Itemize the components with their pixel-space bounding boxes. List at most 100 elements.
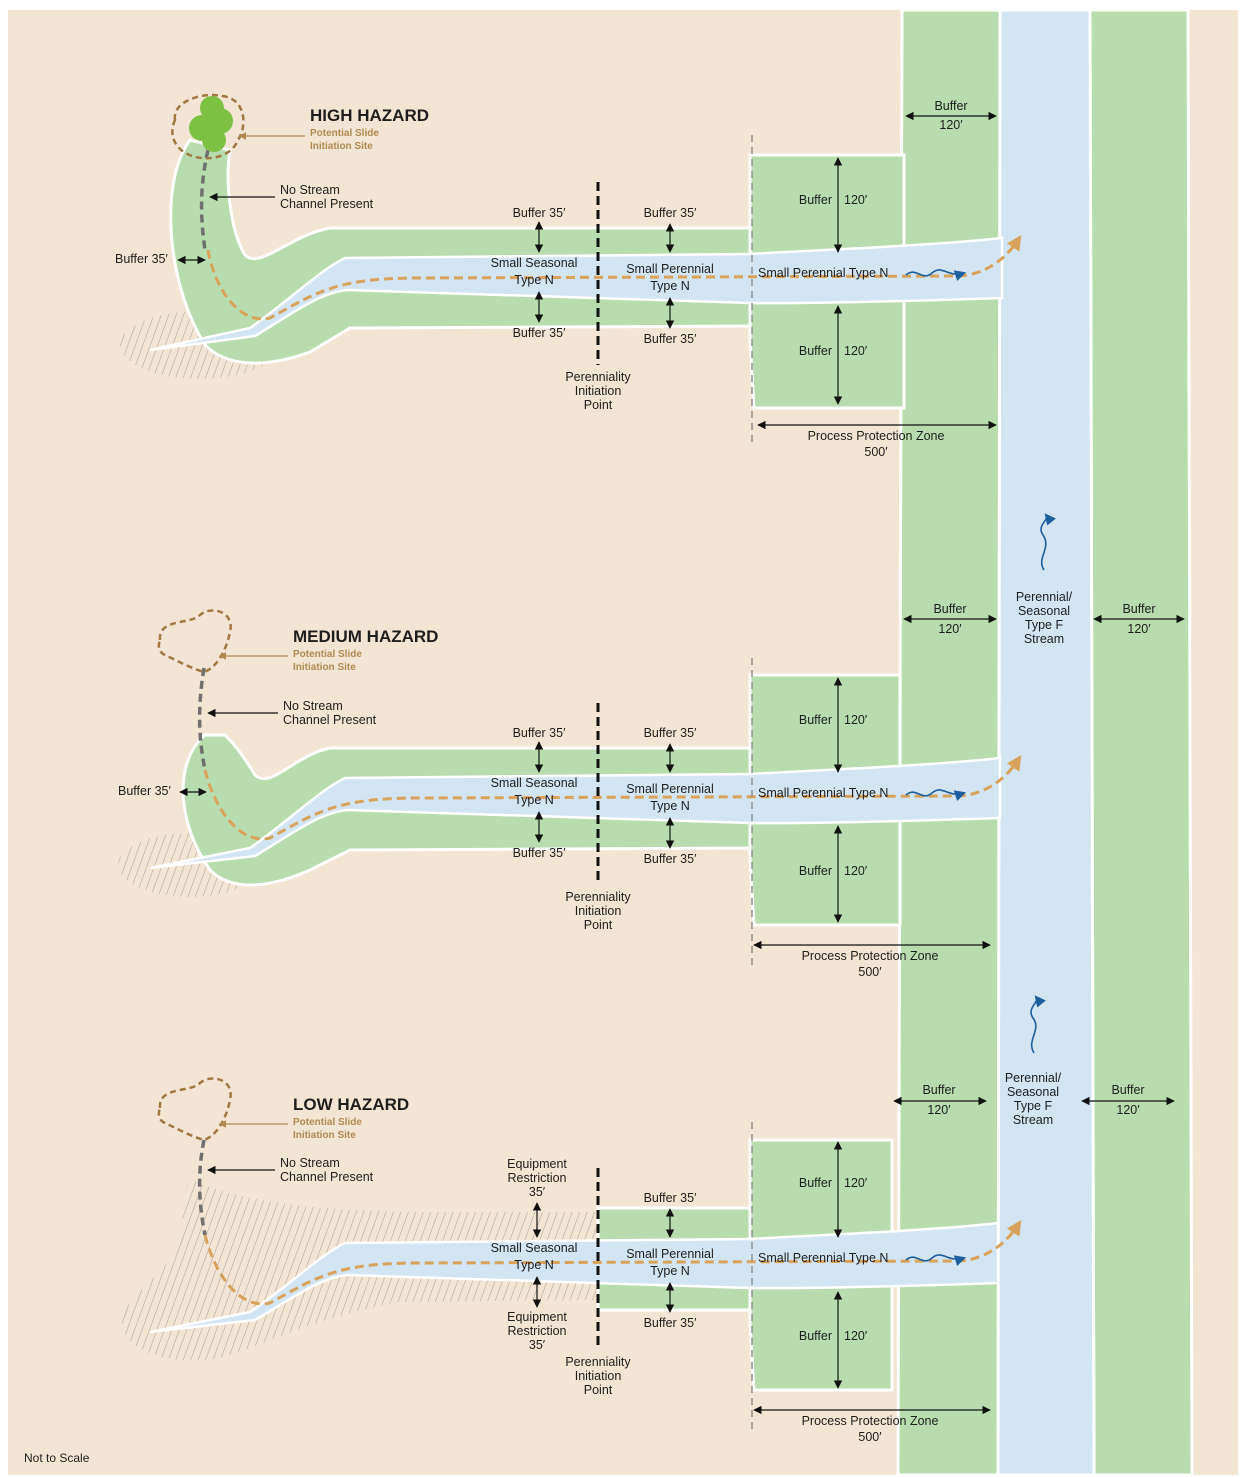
panel-low-hazard: LOW HAZARD Potential Slide Initiation Si…: [121, 1077, 1022, 1444]
river-right-buffer: [1088, 8, 1194, 1477]
buffer-word: Buffer: [799, 713, 832, 727]
tributary-stream: [149, 236, 1004, 352]
buffer-value: 120′: [844, 193, 868, 207]
upper-left-label: 35′: [529, 1185, 546, 1199]
river-buffer-value: 120′: [927, 1103, 951, 1117]
flow-arrow: [905, 269, 967, 282]
lower-left-label: Buffer 35′: [513, 326, 567, 340]
no-stream-label: No Stream: [280, 1156, 340, 1170]
ppz-value: 500′: [858, 1430, 882, 1444]
pip-label: Point: [584, 398, 613, 412]
not-to-scale-note: Not to Scale: [24, 1451, 90, 1465]
debris-flow-path: [203, 754, 1022, 841]
upper-left-label: Equipment: [507, 1157, 567, 1171]
tree-icon: [200, 96, 224, 120]
river-buffer-word: Buffer: [934, 99, 967, 113]
perennial-long-label: Small Perennial Type N: [758, 786, 888, 800]
slide-label: Potential Slide: [293, 649, 362, 660]
slide-label: Potential Slide: [293, 1117, 362, 1128]
tree-icon: [202, 128, 226, 152]
upper-left-label: Buffer 35′: [513, 206, 567, 220]
right-buffer-value: 120′: [1116, 1103, 1140, 1117]
perennial-label: Small Perennial: [626, 262, 714, 276]
no-channel-path: [197, 667, 207, 771]
no-stream-label: No Stream: [280, 183, 340, 197]
main-stream: [995, 8, 1096, 1477]
pip-label: Point: [584, 918, 613, 932]
perennial-label: Small Perennial: [626, 782, 714, 796]
main-stream-label: Stream: [1013, 1113, 1053, 1127]
seasonal-label: Type N: [514, 273, 554, 287]
slide-label: Initiation Site: [310, 141, 373, 152]
river-buffer-value: 120′: [938, 622, 962, 636]
seasonal-label: Small Seasonal: [491, 776, 578, 790]
perennial-label: Type N: [650, 1264, 690, 1278]
pip-label: Perenniality: [565, 1355, 631, 1369]
buffer-word: Buffer: [799, 1329, 832, 1343]
main-flow-arrow: [1040, 513, 1056, 571]
no-stream-label: No Stream: [283, 699, 343, 713]
upper-mid-buffer-label: Buffer 35′: [644, 206, 698, 220]
main-stream-label: Perennial/: [1005, 1071, 1062, 1085]
panel-medium-hazard: MEDIUM HAZARD Potential Slide Initiation…: [118, 602, 1022, 979]
main-stream-label: Perennial/: [1016, 590, 1073, 604]
main-stream-label: Seasonal: [1007, 1085, 1059, 1099]
buffer-value: 120′: [844, 713, 868, 727]
buffer-word: Buffer: [799, 1176, 832, 1190]
seasonal-label: Small Seasonal: [491, 256, 578, 270]
right-buffer-value: 120′: [1127, 622, 1151, 636]
slide-label: Potential Slide: [310, 128, 379, 139]
perennial-long-label: Small Perennial Type N: [758, 1251, 888, 1265]
perennial-label: Type N: [650, 279, 690, 293]
slide-label: Initiation Site: [293, 662, 356, 673]
main-stream-label: Stream: [1024, 632, 1064, 646]
tributary-buffer: [169, 138, 752, 365]
lower-left-label: Restriction: [507, 1324, 566, 1338]
ppz-label: Process Protection Zone: [802, 1414, 939, 1428]
river-buffer-value: 120′: [939, 118, 963, 132]
pip-label: Perenniality: [565, 370, 631, 384]
tributary-stream: [149, 756, 1002, 870]
ppz-label: Process Protection Zone: [808, 429, 945, 443]
river-buffer-word: Buffer: [922, 1083, 955, 1097]
lower-left-label: Buffer 35′: [513, 846, 567, 860]
side-buffer-label: Buffer 35′: [115, 252, 169, 266]
main-stream-label: Seasonal: [1018, 604, 1070, 618]
main-stream-label: Type F: [1014, 1099, 1053, 1113]
slide-label: Initiation Site: [293, 1130, 356, 1141]
pip-label: Initiation: [575, 904, 622, 918]
pip-label: Perenniality: [565, 890, 631, 904]
upper-mid-buffer-label: Buffer 35′: [644, 1191, 698, 1205]
no-stream-label: Channel Present: [280, 1170, 374, 1184]
flow-arrow: [905, 1254, 967, 1267]
pip-label: Initiation: [575, 384, 622, 398]
no-channel-path: [197, 1139, 207, 1236]
lower-left-label: Equipment: [507, 1310, 567, 1324]
side-buffer-label: Buffer 35′: [118, 784, 172, 798]
seasonal-label: Type N: [514, 1258, 554, 1272]
debris-flow-path: [203, 1219, 1022, 1306]
slide-site: [171, 93, 245, 160]
panel-title: HIGH HAZARD: [310, 106, 429, 125]
panel-title: LOW HAZARD: [293, 1095, 409, 1114]
lower-mid-buffer-label: Buffer 35′: [644, 852, 698, 866]
panel-title: MEDIUM HAZARD: [293, 627, 438, 646]
ppz-label: Process Protection Zone: [802, 949, 939, 963]
buffer-word: Buffer: [799, 864, 832, 878]
right-buffer-word: Buffer: [1111, 1083, 1144, 1097]
river-buffer-word: Buffer: [933, 602, 966, 616]
no-stream-label: Channel Present: [283, 713, 377, 727]
main-stream-label: Type F: [1025, 618, 1064, 632]
right-buffer-word: Buffer: [1122, 602, 1155, 616]
ppz-value: 500′: [858, 965, 882, 979]
no-stream-label: Channel Present: [280, 197, 374, 211]
pip-label: Initiation: [575, 1369, 622, 1383]
perennial-long-label: Small Perennial Type N: [758, 266, 888, 280]
perennial-label: Type N: [650, 799, 690, 813]
main-stream-label-lower: Perennial/ Seasonal Type F Stream Buffer…: [1005, 1071, 1175, 1127]
panel-high-hazard: HIGH HAZARD Potential Slide Initiation S…: [115, 93, 1022, 459]
flow-arrow: [905, 789, 967, 802]
seasonal-label: Type N: [514, 793, 554, 807]
buffer-word: Buffer: [799, 344, 832, 358]
